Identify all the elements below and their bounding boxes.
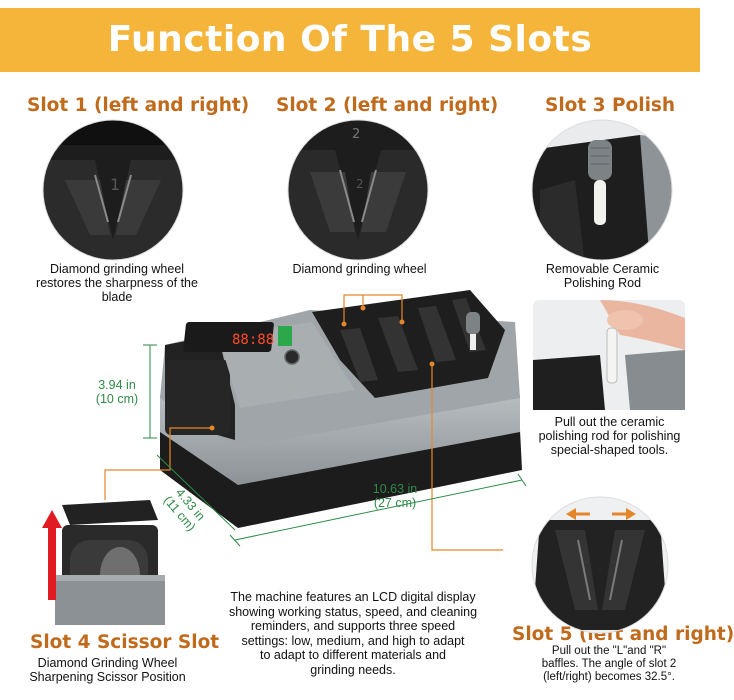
polish-note-line: polishing rod for polishing bbox=[538, 429, 681, 443]
slot-1-closeup: 1 bbox=[43, 120, 183, 260]
polish-rod-photo bbox=[533, 300, 685, 410]
description-line: reminders, and supports three speed bbox=[250, 619, 456, 633]
height-metric: (10 cm) bbox=[95, 392, 139, 406]
slot-3-closeup bbox=[532, 120, 672, 260]
slot-3-caption-line: Polishing Rod bbox=[563, 276, 642, 290]
machine-description: The machine features an LCD digital disp… bbox=[208, 590, 498, 677]
height-dimension: 3.94 in (10 cm) bbox=[82, 378, 152, 406]
description-line: grinding needs. bbox=[310, 662, 396, 677]
slot-5-caption-line: Pull out the "L"and "R" bbox=[551, 645, 667, 657]
slot-1-caption-line: Diamond grinding wheel bbox=[49, 262, 185, 276]
sharpener-machine: 88:88 bbox=[160, 290, 522, 528]
slot-3-caption-line: Removable Ceramic bbox=[545, 262, 660, 276]
dimension-lines bbox=[143, 344, 527, 547]
slot-2-caption-line: Diamond grinding wheel bbox=[292, 262, 427, 276]
polish-note: Pull out the ceramic polishing rod for p… bbox=[527, 415, 692, 457]
slot-5-caption-line: (left/right) becomes 32.5°. bbox=[543, 671, 675, 683]
slot-5-caption: Pull out the "L"and "R" baffles. The ang… bbox=[525, 645, 693, 684]
slot-2-closeup: 2 2 bbox=[288, 120, 428, 260]
length-dimension: 10.63 in (27 cm) bbox=[360, 482, 430, 510]
slot-1-caption: Diamond grinding wheel restores the shar… bbox=[12, 262, 222, 304]
slot-1-caption-line: blade bbox=[101, 290, 133, 304]
svg-text:88:88: 88:88 bbox=[232, 332, 274, 348]
product-illustration: 1 2 2 bbox=[42, 119, 685, 634]
slot-5-closeup bbox=[532, 497, 668, 633]
leader-lines bbox=[104, 294, 503, 551]
slot-1-title: Slot 1 (left and right) bbox=[27, 95, 250, 116]
description-line: to adapt to different materials and bbox=[260, 648, 446, 662]
slot-2-title: Slot 2 (left and right) bbox=[276, 95, 499, 116]
slot-4-caption-line: Diamond Grinding Wheel bbox=[37, 656, 178, 670]
slot-1-caption-line: restores the sharpness of the bbox=[36, 276, 198, 290]
height-value: 3.94 in bbox=[98, 378, 136, 392]
description-line: settings: low, medium, and high to adapt bbox=[241, 633, 465, 648]
page-title: Function Of The 5 Slots bbox=[107, 19, 593, 60]
description-line: showing working status, speed, and clean… bbox=[228, 604, 478, 619]
length-metric: (27 cm) bbox=[373, 496, 417, 510]
slot-2-number: 2 bbox=[352, 127, 360, 142]
baffle-arrows-icon bbox=[566, 508, 636, 520]
slot-2-number-inner: 2 bbox=[356, 177, 364, 191]
slot-3-title: Slot 3 Polish bbox=[545, 95, 676, 116]
slot-4-title: Slot 4 Scissor Slot bbox=[30, 632, 220, 653]
slot-3-caption: Removable Ceramic Polishing Rod bbox=[520, 262, 685, 290]
polish-note-line: special-shaped tools. bbox=[550, 443, 669, 457]
slot-2-caption: Diamond grinding wheel bbox=[262, 262, 457, 276]
description-line: The machine features an LCD digital disp… bbox=[230, 590, 476, 604]
scissor-slot-photo bbox=[55, 500, 165, 625]
slot-4-caption-line: Sharpening Scissor Position bbox=[29, 670, 186, 684]
slot-1-number: 1 bbox=[110, 175, 120, 194]
title-banner: Function Of The 5 Slots bbox=[0, 8, 700, 72]
slot-5-caption-line: baffles. The angle of slot 2 bbox=[541, 658, 677, 670]
lift-arrow-icon bbox=[42, 510, 62, 600]
slot-4-caption: Diamond Grinding Wheel Sharpening Scisso… bbox=[15, 656, 200, 684]
slot-5-title: Slot 5 (left and right) bbox=[512, 624, 734, 645]
polish-note-line: Pull out the ceramic bbox=[554, 415, 665, 429]
length-value: 10.63 in bbox=[372, 482, 418, 496]
